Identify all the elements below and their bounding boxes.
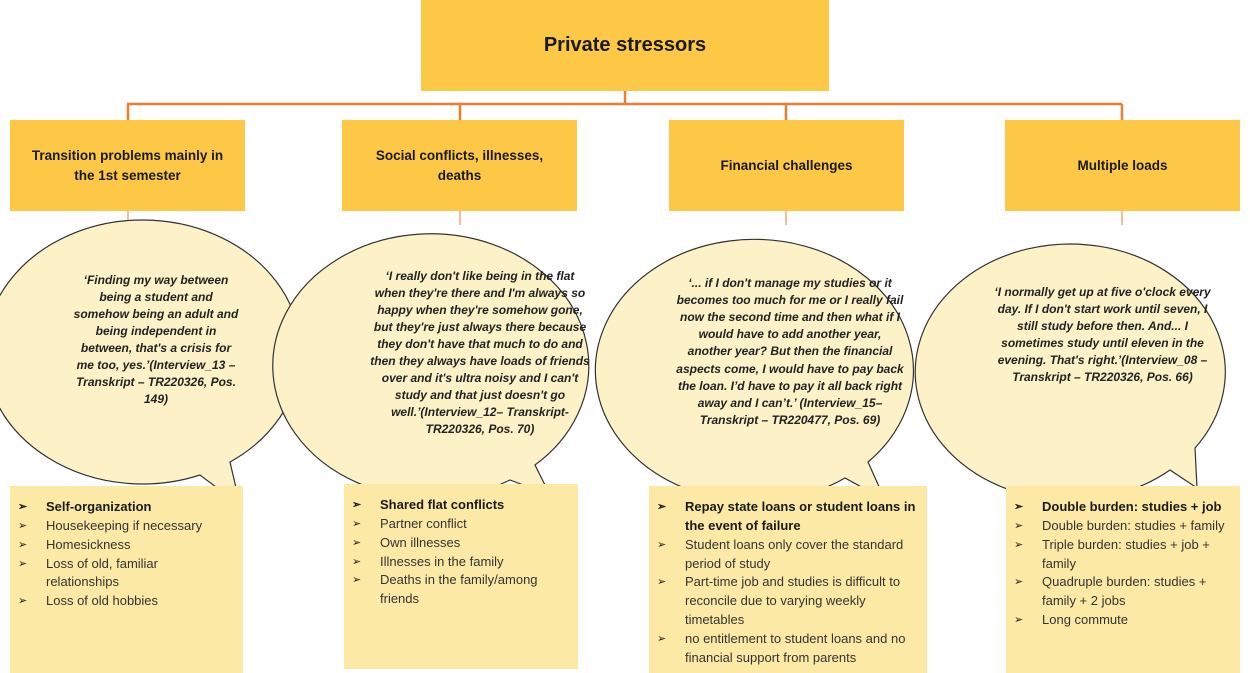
bullet-arrow-icon: ➢ bbox=[352, 517, 362, 530]
bullet-arrow-icon: ➢ bbox=[1014, 519, 1024, 532]
bullet-arrow-icon: ➢ bbox=[18, 557, 28, 570]
diagram-title: Private stressors bbox=[421, 0, 829, 91]
list-item: ➢Loss of old, familiar relationships bbox=[18, 555, 233, 593]
connector-lines bbox=[126, 91, 1124, 225]
list-item: ➢Student loans only cover the standard p… bbox=[657, 536, 917, 574]
list-item: ➢Quadruple burden: studies + family + 2 … bbox=[1014, 573, 1230, 611]
quote-financial: ‘... if I don't manage my studies or it … bbox=[676, 276, 904, 427]
list-item: ➢Illnesses in the family bbox=[352, 553, 568, 572]
bullet-arrow-icon: ➢ bbox=[18, 538, 28, 551]
list-item: ➢Long commute bbox=[1014, 611, 1230, 630]
quote-transition: ‘Finding my way between being a student … bbox=[73, 272, 239, 407]
list-item: ➢Triple burden: studies + job + family bbox=[1014, 536, 1230, 574]
bullet-arrow-icon: ➢ bbox=[18, 519, 28, 532]
list-item: ➢Shared flat conflicts bbox=[352, 496, 568, 515]
list-item: ➢Part-time job and studies is difficult … bbox=[657, 573, 917, 630]
bullet-arrow-icon: ➢ bbox=[352, 555, 362, 568]
category-multiple-loads: Multiple loads bbox=[1005, 120, 1240, 211]
list-item: ➢Double burden: studies + family bbox=[1014, 517, 1230, 536]
bullet-arrow-icon: ➢ bbox=[1014, 576, 1024, 589]
list-item: ➢Homesickness bbox=[18, 536, 233, 555]
bullet-arrow-icon: ➢ bbox=[657, 538, 667, 551]
bullet-arrow-icon: ➢ bbox=[1014, 538, 1024, 551]
bullet-arrow-icon: ➢ bbox=[352, 536, 362, 549]
list-item: ➢Self-organization bbox=[18, 498, 233, 517]
stressor-list-social: ➢Shared flat conflicts ➢Partner conflict… bbox=[344, 484, 578, 669]
bullet-arrow-icon: ➢ bbox=[18, 595, 28, 608]
list-item: ➢no entitlement to student loans and no … bbox=[657, 630, 917, 668]
quote-social: ‘I really don't like being in the flat w… bbox=[370, 268, 590, 437]
stressor-list-multiple-loads: ➢Double burden: studies + job ➢Double bu… bbox=[1006, 486, 1240, 673]
list-item: ➢Repay state loans or student loans in t… bbox=[657, 498, 917, 536]
category-financial: Financial challenges bbox=[669, 120, 904, 211]
category-transition: Transition problems mainly in the 1st se… bbox=[10, 120, 245, 211]
category-social: Social conflicts, illnesses, deaths bbox=[342, 120, 577, 211]
list-item: ➢Loss of old hobbies bbox=[18, 592, 233, 611]
bullet-arrow-icon: ➢ bbox=[352, 574, 362, 587]
bullet-arrow-icon: ➢ bbox=[1014, 614, 1024, 627]
bullet-arrow-icon: ➢ bbox=[657, 576, 667, 589]
bullet-arrow-icon: ➢ bbox=[657, 632, 667, 645]
quote-multiple-loads: ‘I normally get up at five o'clock every… bbox=[994, 284, 1211, 385]
speech-bubble-2 bbox=[272, 233, 590, 499]
stressor-list-transition: ➢Self-organization ➢Housekeeping if nece… bbox=[10, 486, 243, 673]
list-item: ➢Deaths in the family/among friends bbox=[352, 571, 568, 609]
list-item: ➢Partner conflict bbox=[352, 515, 568, 534]
bullet-arrow-icon: ➢ bbox=[657, 501, 667, 513]
bullet-arrow-icon: ➢ bbox=[18, 501, 28, 513]
list-item: ➢Own illnesses bbox=[352, 534, 568, 553]
list-item: ➢Housekeeping if necessary bbox=[18, 517, 233, 536]
bullet-arrow-icon: ➢ bbox=[1014, 501, 1024, 513]
list-item: ➢Double burden: studies + job bbox=[1014, 498, 1230, 517]
bullet-arrow-icon: ➢ bbox=[352, 499, 362, 511]
stressor-list-financial: ➢Repay state loans or student loans in t… bbox=[649, 486, 927, 673]
